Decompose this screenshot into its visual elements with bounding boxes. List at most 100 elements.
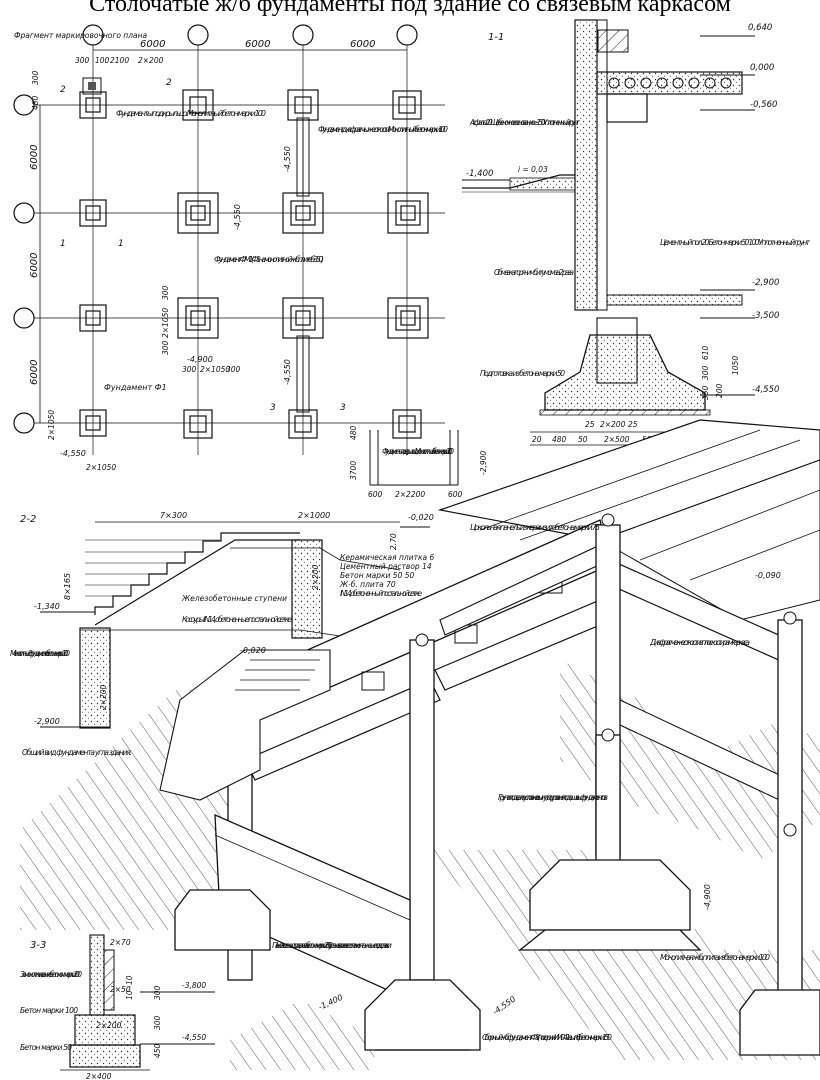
row-span-dim: 6000 (29, 253, 40, 278)
tile-layer: Керамическая плитка 6 (340, 553, 434, 562)
span-dim: 6000 (140, 39, 165, 50)
plan-level: -4,550 (283, 146, 292, 172)
level-mark: -4,550 (491, 994, 517, 1016)
tile-layer: Цементный раствор 14 (340, 562, 432, 571)
axonometric-view: Цокольная панель из керамзитобетона марк… (20, 419, 820, 1070)
axis-bubble (187, 24, 209, 46)
basement-wall (574, 19, 598, 311)
dim-top: 2100 (110, 56, 129, 65)
foundation-plan: 6000 6000 6000 6000 6000 6000 Фрагмент м… (13, 24, 488, 499)
section-3-3: 3-3 2×70 2×50 2×200 2×400 10 10 300 300 … (20, 934, 215, 1080)
plan-level: -4,550 (60, 449, 86, 458)
inner-dim: 25 (628, 420, 638, 429)
section-mark: 3 (340, 403, 346, 413)
porch-foundation-note: Фундаменты под крыльцо. Монолитный бетон… (116, 109, 266, 118)
soil-note: Грунт в подвале условно вынут до уровня … (498, 793, 608, 802)
row3-dim: 300 (226, 365, 241, 374)
level-mark: -2,900 (34, 717, 60, 726)
bottom-dim: 20 (532, 435, 542, 444)
asphalt-note: Асфальт 20 Щебеночное основание ≥ 150 Уп… (469, 118, 581, 127)
tile-layer: I N14, обетоненный по стальной сетке (340, 589, 422, 598)
porch-dim: 2×2200 (395, 490, 425, 499)
level-mark: -1,400 (317, 993, 344, 1012)
section-mark: 2 (166, 78, 172, 88)
level-mark: -1,400 (466, 169, 493, 179)
level-mark: -0,020 (408, 513, 434, 522)
diaphragm-note: Диафрагма жесткости в плоскости рам карк… (649, 638, 750, 647)
porch-detail (369, 430, 459, 486)
dim: 2×50 (110, 985, 131, 994)
tile-layer: Ж-б. плита 70 (339, 580, 396, 589)
porch-height: 3700 (349, 461, 358, 480)
plan-level: -4,550 (233, 204, 242, 230)
span-dim: 6000 (245, 39, 270, 50)
section-mark: 1 (118, 239, 124, 249)
level-mark: -0,020 (240, 646, 266, 655)
porch-dim: 600 (368, 490, 383, 499)
section-mark: 2 (60, 85, 66, 95)
section-1-1: 1-1 (462, 19, 811, 458)
mid-dim: 300 (161, 285, 170, 300)
dim: 2×400 (86, 1072, 112, 1080)
row3-dim: 300 (182, 365, 197, 374)
porch-top: 480 (349, 425, 358, 440)
axis-bubble (13, 202, 35, 224)
bottom-dim: 480 (552, 435, 567, 444)
left-dim: 2×1050 (47, 410, 56, 440)
top-dim: 7×300 (160, 511, 187, 520)
row3-dim: 2×1050 (200, 365, 230, 374)
stair-profile (94, 532, 300, 615)
col-dim: 2×200 (311, 564, 320, 590)
dim-top: 300 (75, 56, 90, 65)
axis-bubble (292, 24, 314, 46)
level-mark: -3,500 (752, 311, 779, 321)
axis-bubble (13, 412, 35, 434)
edge-dim: 300 (31, 70, 40, 85)
section-label: 3-3 (30, 940, 46, 951)
slope-note: i = 0,03 (518, 165, 548, 174)
col-dim: 2×200 (99, 684, 108, 710)
plinth-note: Цокольная панель из керамзитобетона марк… (470, 523, 600, 532)
concrete100-note: Бетон марки 100 (20, 1006, 78, 1015)
foundation-profile (544, 334, 706, 411)
monolith-note: Монолитный фундамент из бетона марки 100 (10, 649, 70, 658)
section-label: 2-2 (20, 514, 36, 525)
vert-dim: 610 (701, 345, 710, 360)
floor-note: Цементный пол 20 Бетон марки 50 100 Упло… (660, 238, 811, 247)
small-dim: 10 (125, 975, 134, 985)
plan-level: -4,900 (187, 355, 213, 364)
slab-note: Монолитная ж-б. плита из бетона марки 10… (660, 953, 770, 962)
mid-dim: 300 (161, 340, 170, 355)
porch-pier (291, 539, 323, 639)
level-mark: -1,340 (34, 602, 60, 611)
level-mark: -2,900 (752, 278, 779, 288)
vert-dim: 350 (701, 385, 710, 400)
overview-note: Общий вид фундамента угла здания. (22, 748, 132, 757)
monolith-foundation (79, 627, 111, 729)
section-2-2: 2-2 7×300 2×1000 2.70 8×165 -0,020 2×200… (10, 511, 434, 757)
stairs-note: Железобетонные ступени (181, 594, 287, 603)
row-span-dim: 6000 (29, 360, 40, 385)
mid-dim: 2×1050 (161, 308, 170, 338)
vert-dim: 300 (701, 365, 710, 380)
tile-layer: Бетон марки 50 50 (340, 571, 415, 580)
foundation-bases (174, 859, 820, 1056)
section-label: 1-1 (488, 32, 504, 43)
row-span-dim: 6000 (29, 145, 40, 170)
dim-top: 100 (95, 56, 110, 65)
bottom-dim: 2×500 (604, 435, 630, 444)
plan-level: -4,550 (283, 359, 292, 385)
axis-bubble (396, 24, 418, 46)
inner-dim: 2×200 (600, 420, 626, 429)
grout-note: Замоноличивание бетоном марки 200 (20, 970, 82, 979)
top-dim: 2×1000 (298, 511, 330, 520)
inner-dim: 25 (585, 420, 595, 429)
sheet-title: Столбчатые ж/б фундаменты под здание со … (89, 0, 731, 17)
foundation-pads (79, 89, 429, 439)
level-mark: -0,090 (755, 571, 781, 580)
floor-slab (596, 71, 743, 95)
height-dim: 300 (153, 1015, 162, 1030)
coating-note: Обмазка горячим битумом за 2 раза (494, 268, 574, 277)
stringers-note: Косоуры I N14, обетоненные по стальной с… (182, 615, 292, 624)
